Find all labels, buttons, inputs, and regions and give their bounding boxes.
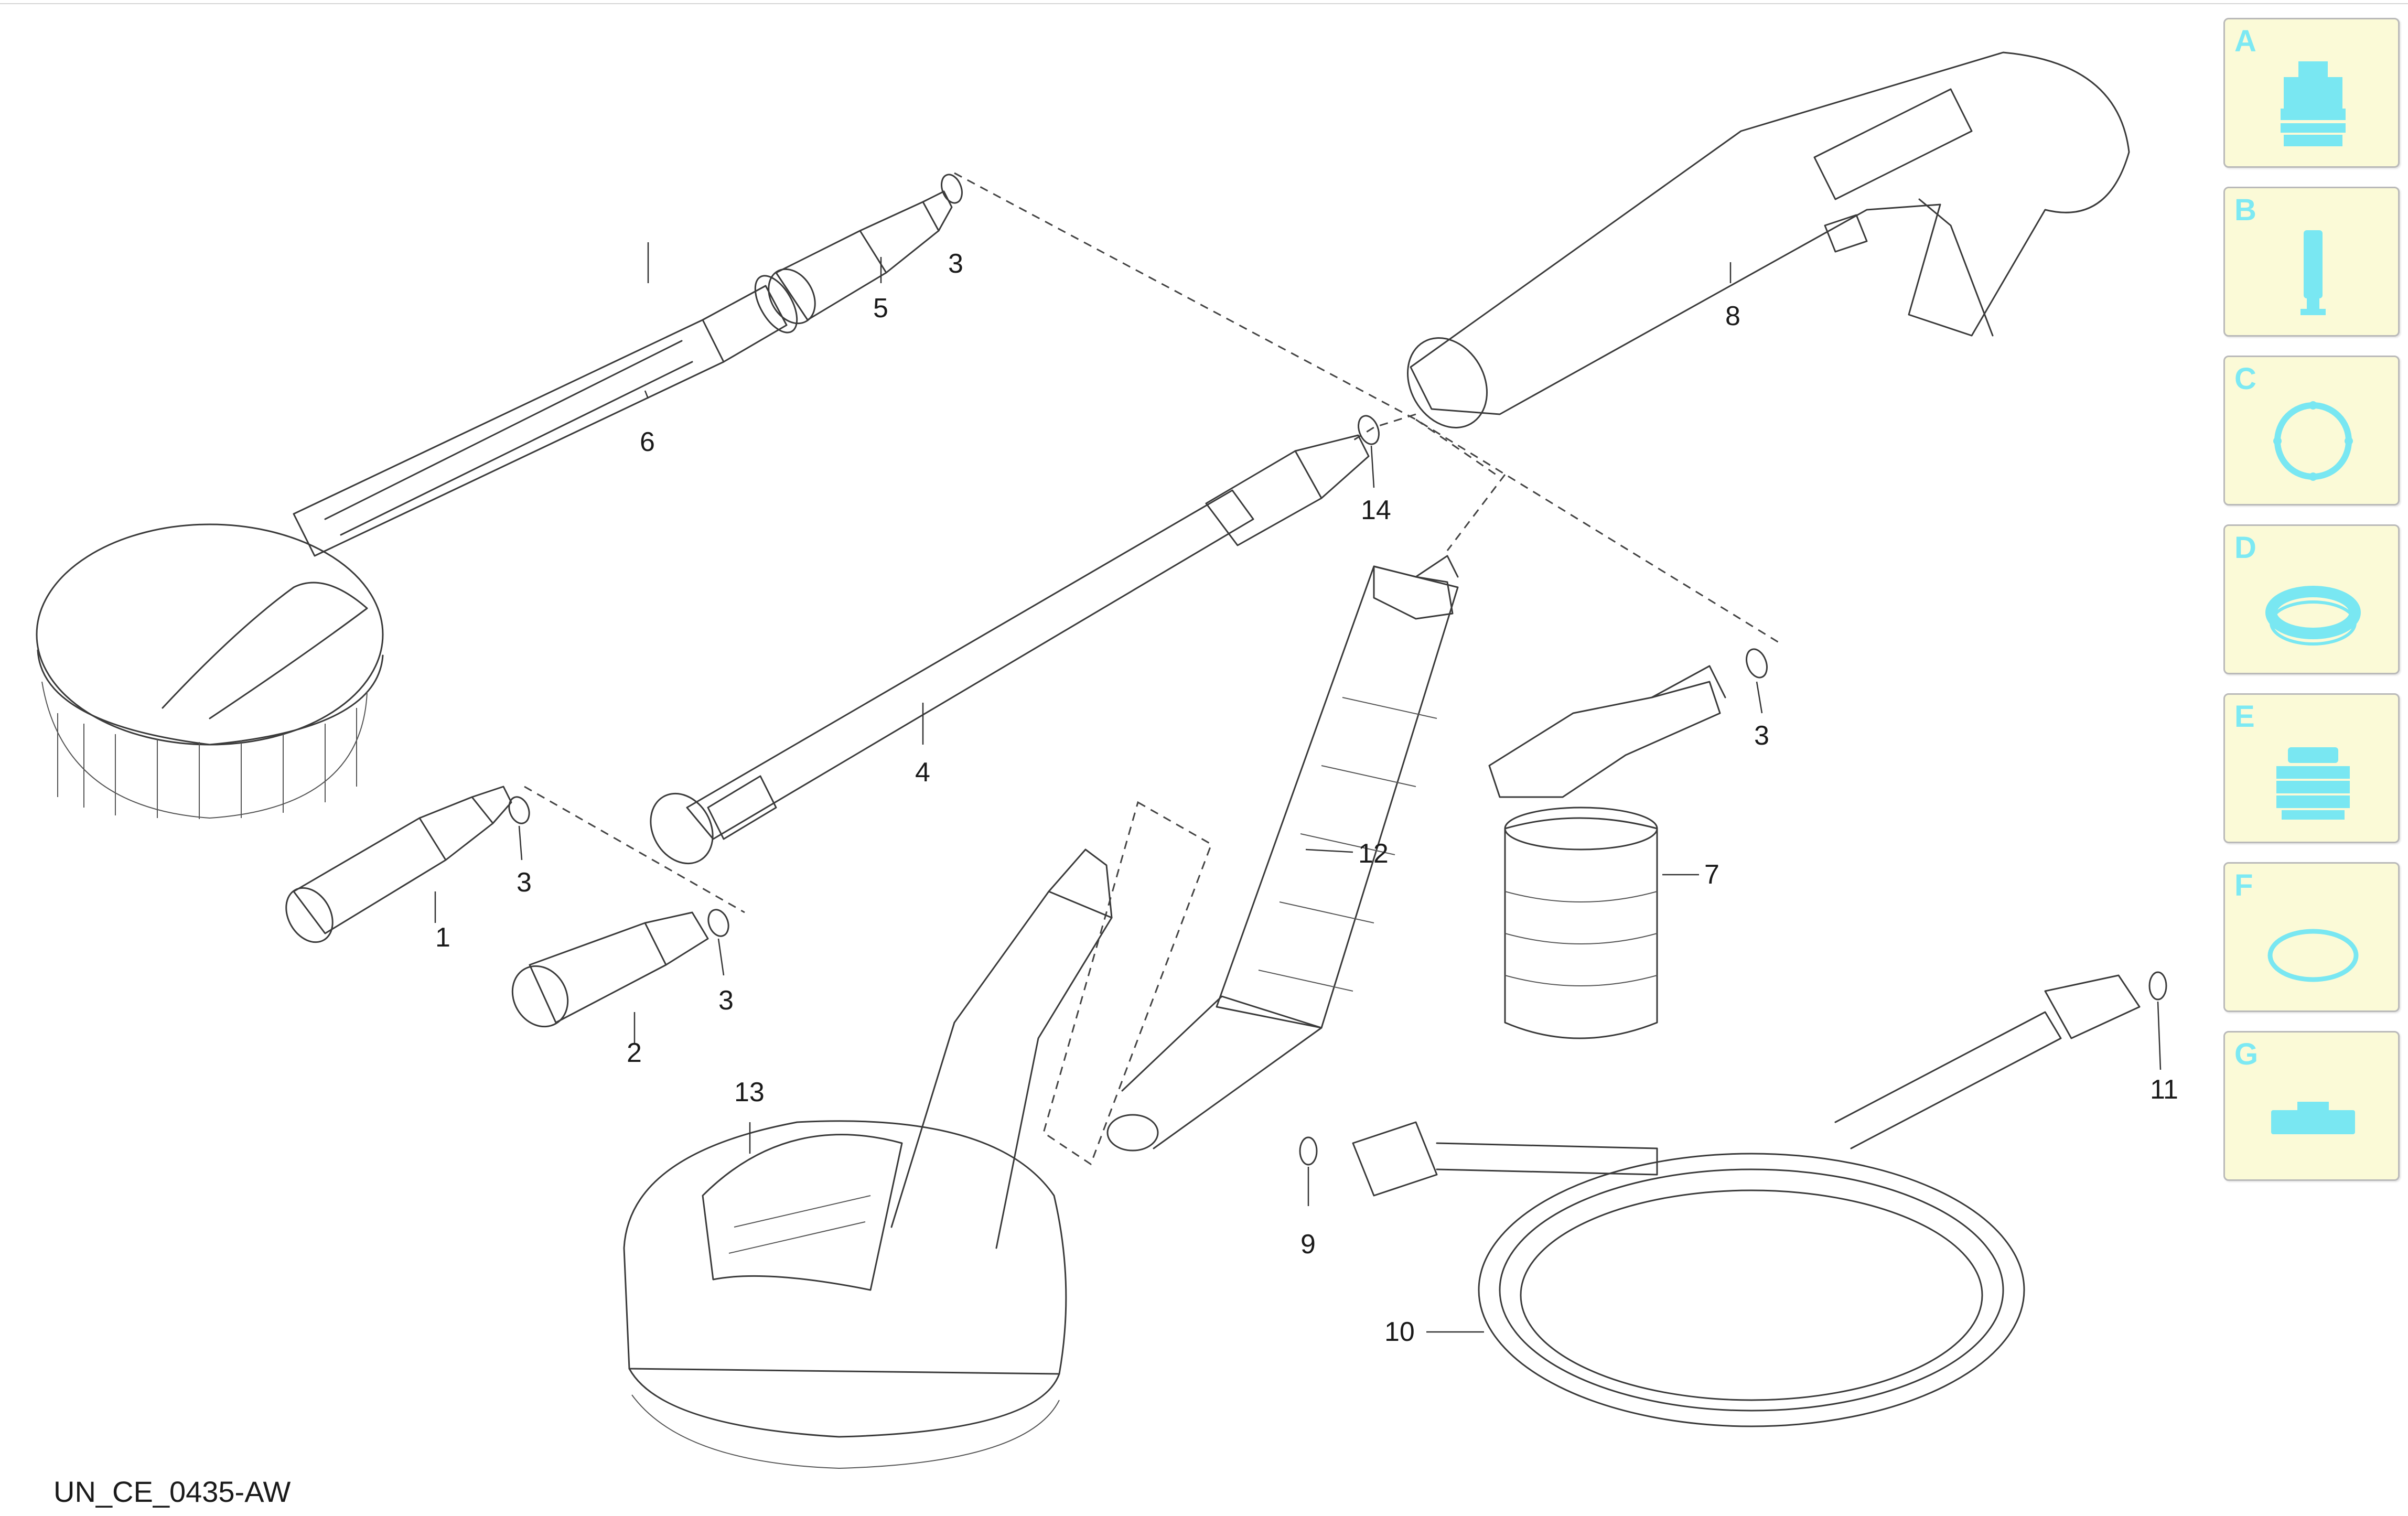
part-13-surface-cleaner	[623, 848, 1113, 1469]
callout-10: 10	[1384, 1317, 1415, 1347]
callout-3-right: 3	[1754, 721, 1769, 751]
callout-3-lower: 3	[718, 985, 734, 1016]
part-1-nozzle	[285, 786, 512, 943]
sidebar-item-c[interactable]: C	[2223, 356, 2400, 506]
part-4-lance	[650, 434, 1370, 865]
callout-8: 8	[1725, 301, 1740, 331]
filter-insert-icon	[2300, 230, 2326, 315]
sidebar-item-d[interactable]: D	[2223, 524, 2400, 674]
part-5-adapter	[768, 190, 953, 325]
sidebar-letter-e: E	[2234, 700, 2255, 734]
sidebar-letter-f: F	[2234, 868, 2253, 902]
sidebar-item-f[interactable]: F	[2223, 862, 2400, 1012]
callout-3-top: 3	[948, 249, 963, 279]
part-6-wash-brush	[36, 275, 798, 819]
gasket-ring-icon	[2267, 929, 2359, 982]
callout-12: 12	[1358, 838, 1389, 869]
callout-11: 11	[2150, 1074, 2178, 1105]
spare-part-category-sidebar: A B C D E F	[2223, 18, 2402, 1200]
top-divider	[0, 3, 2408, 4]
callout-4: 4	[915, 757, 930, 788]
callout-1: 1	[435, 922, 450, 953]
sidebar-letter-g: G	[2234, 1037, 2259, 1071]
sidebar-letter-d: D	[2234, 531, 2256, 565]
clip-icon	[2271, 1102, 2355, 1134]
callout-13: 13	[734, 1077, 765, 1108]
sidebar-item-a[interactable]: A	[2223, 18, 2400, 168]
drawing-code: UN_CE_0435-AW	[53, 1475, 291, 1508]
sidebar-letter-c: C	[2234, 362, 2256, 396]
callout-7: 7	[1704, 859, 1719, 890]
o-ring-icon	[2273, 401, 2353, 481]
part-7-foam-nozzle	[1488, 665, 1726, 1039]
sidebar-item-b[interactable]: B	[2223, 187, 2400, 337]
part-12-vario-lance	[1106, 555, 1459, 1152]
sidebar-item-e[interactable]: E	[2223, 693, 2400, 843]
callout-3-left: 3	[517, 867, 532, 898]
flat-seal-icon	[2265, 586, 2361, 646]
exploded-parts-drawing: 1 2 3 3 3 3 4 5 6 7 8 9 10 11 12 13 14	[36, 51, 2178, 1469]
sidebar-letter-b: B	[2234, 193, 2256, 227]
callout-2: 2	[627, 1038, 642, 1068]
sidebar-item-g[interactable]: G	[2223, 1031, 2400, 1181]
callout-6: 6	[640, 427, 655, 457]
part-10-hose	[1352, 974, 2141, 1427]
callout-5: 5	[873, 293, 888, 324]
nozzle-adapter-icon	[2281, 61, 2346, 146]
assembly-guide-lines	[524, 172, 1783, 1166]
part-8-trigger-gun	[1407, 51, 2130, 428]
leader-lines	[434, 242, 2162, 1333]
sidebar-letter-a: A	[2234, 24, 2256, 58]
coupling-sleeve-icon	[2276, 747, 2350, 820]
part-2-dirt-blaster	[511, 911, 709, 1028]
callout-14: 14	[1361, 495, 1391, 525]
o-rings	[508, 174, 2167, 1166]
callout-9: 9	[1300, 1229, 1316, 1260]
